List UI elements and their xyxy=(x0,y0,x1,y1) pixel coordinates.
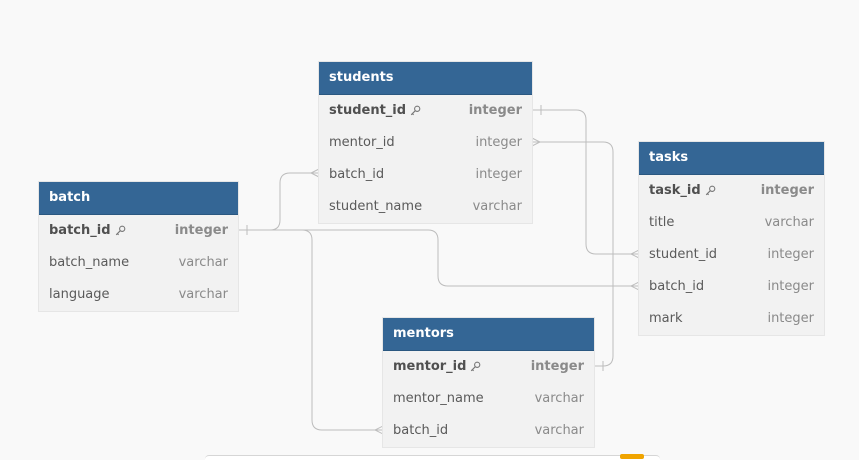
field-name-text: mentor_id xyxy=(393,359,467,374)
field-name: student_id xyxy=(329,103,421,118)
field-type: integer xyxy=(767,311,814,326)
field-type: integer xyxy=(468,103,522,118)
edge-batch-mentors xyxy=(238,229,383,431)
field-name: title xyxy=(649,215,674,230)
field-name: mentor_id xyxy=(329,135,395,150)
field-type: varchar xyxy=(534,391,584,406)
field-name: task_id xyxy=(649,183,716,198)
field-name-text: student_id xyxy=(649,247,718,262)
field-row[interactable]: mentor_id integer xyxy=(319,127,532,159)
field-type: varchar xyxy=(472,199,522,214)
field-type: integer xyxy=(760,183,814,198)
field-row[interactable]: title varchar xyxy=(639,207,824,239)
field-type: integer xyxy=(767,247,814,262)
field-row[interactable]: language varchar xyxy=(39,279,238,311)
field-type: integer xyxy=(530,359,584,374)
primary-key-icon xyxy=(470,359,481,374)
edge-mentors-students xyxy=(532,141,614,367)
field-name-text: student_id xyxy=(329,103,407,118)
table-header[interactable]: mentors xyxy=(383,318,594,351)
field-row[interactable]: batch_id integer xyxy=(319,159,532,191)
field-name: batch_id xyxy=(649,279,704,294)
field-name: mark xyxy=(649,311,683,326)
table-header[interactable]: students xyxy=(319,62,532,95)
field-row[interactable]: task_id integer xyxy=(639,175,824,207)
field-name-text: mentor_name xyxy=(393,391,484,406)
field-name: mentor_name xyxy=(393,391,484,406)
status-badge xyxy=(620,454,644,459)
field-name-text: mark xyxy=(649,311,683,326)
edge-batch-tasks xyxy=(238,229,639,287)
field-name: mentor_id xyxy=(393,359,481,374)
edge-students-tasks xyxy=(532,109,639,255)
field-name: student_name xyxy=(329,199,422,214)
field-type: integer xyxy=(475,167,522,182)
field-row[interactable]: student_id integer xyxy=(319,95,532,127)
field-name-text: batch_id xyxy=(49,223,111,238)
field-name-text: batch_id xyxy=(329,167,385,182)
field-row[interactable]: batch_id integer xyxy=(39,215,238,247)
field-type: varchar xyxy=(178,255,228,270)
field-name-text: batch_name xyxy=(49,255,130,270)
field-name: student_id xyxy=(649,247,717,262)
bottom-toolbar-edge xyxy=(205,455,660,460)
field-name-text: batch_id xyxy=(649,279,705,294)
edge-batch-students xyxy=(238,172,319,231)
field-type: integer xyxy=(767,279,814,294)
field-name-text: language xyxy=(49,287,110,302)
field-row[interactable]: mentor_name varchar xyxy=(383,383,594,415)
primary-key-icon xyxy=(410,103,421,118)
field-name-text: batch_id xyxy=(393,423,449,438)
field-name-text: student_name xyxy=(329,199,423,214)
field-row[interactable]: batch_name varchar xyxy=(39,247,238,279)
field-name: batch_id xyxy=(49,223,126,238)
field-row[interactable]: student_name varchar xyxy=(319,191,532,223)
field-name: batch_name xyxy=(49,255,129,270)
primary-key-icon xyxy=(705,183,716,198)
field-name: language xyxy=(49,287,110,302)
field-type: varchar xyxy=(764,215,814,230)
field-name: batch_id xyxy=(329,167,384,182)
field-type: integer xyxy=(174,223,228,238)
field-type: varchar xyxy=(534,423,584,438)
primary-key-icon xyxy=(115,223,126,238)
field-type: varchar xyxy=(178,287,228,302)
field-row[interactable]: batch_id integer xyxy=(639,271,824,303)
field-row[interactable]: batch_id varchar xyxy=(383,415,594,447)
field-name-text: title xyxy=(649,215,675,230)
field-name-text: task_id xyxy=(649,183,701,198)
field-type: integer xyxy=(475,135,522,150)
field-row[interactable]: mentor_id integer xyxy=(383,351,594,383)
table-header[interactable]: batch xyxy=(39,182,238,215)
field-row[interactable]: mark integer xyxy=(639,303,824,335)
table-header[interactable]: tasks xyxy=(639,142,824,175)
field-name: batch_id xyxy=(393,423,448,438)
field-name-text: mentor_id xyxy=(329,135,395,150)
field-row[interactable]: student_id integer xyxy=(639,239,824,271)
